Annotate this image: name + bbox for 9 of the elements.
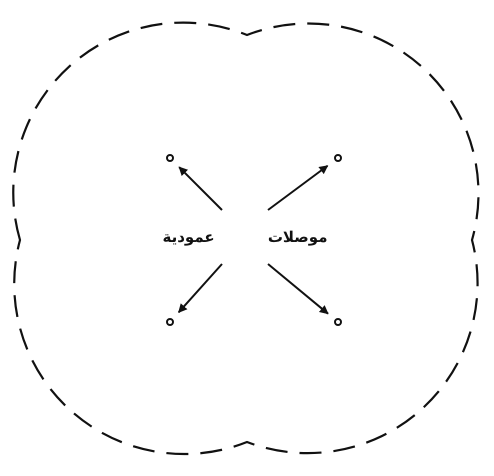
arrow bbox=[267, 263, 329, 314]
label-text: موصلات عمودية bbox=[140, 227, 350, 247]
arrow bbox=[178, 263, 223, 313]
conductor-dot bbox=[334, 154, 342, 162]
arrow bbox=[178, 166, 223, 211]
conductor-dot bbox=[166, 318, 174, 326]
conductor-dot bbox=[334, 318, 342, 326]
conductor-dot bbox=[166, 154, 174, 162]
arrow bbox=[267, 164, 328, 211]
